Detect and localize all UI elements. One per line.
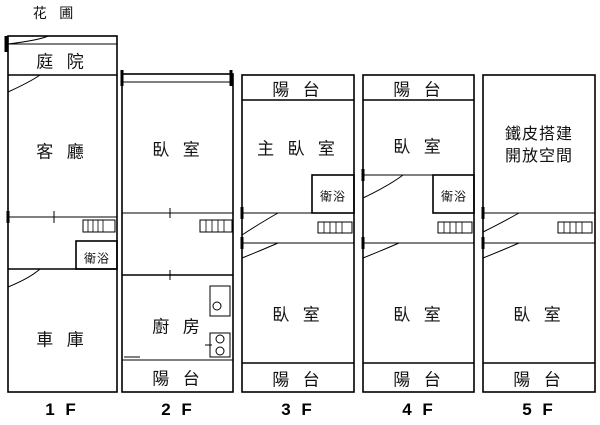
- f4-bedroom-top-label: 臥 室: [393, 137, 445, 158]
- f1-living-room-label: 客 廳: [36, 142, 88, 163]
- f5-balcony-label: 陽 台: [513, 370, 565, 391]
- floor-2-outline: [120, 70, 234, 393]
- f2-balcony-label: 陽 台: [152, 369, 204, 390]
- f4-balcony-top-label: 陽 台: [393, 80, 445, 101]
- f5-open-space-label: 鐵皮搭建 開放空間: [505, 123, 573, 167]
- garden-label: 花 圃: [32, 6, 78, 22]
- f3-bedroom-label: 臥 室: [272, 305, 324, 326]
- floor-4-outline: [361, 74, 475, 393]
- f1-bathroom-label: 衛浴: [83, 251, 111, 266]
- floor-4-label: 4 F: [402, 400, 436, 419]
- f2-bedroom-label: 臥 室: [152, 140, 204, 161]
- floor-2-label: 2 F: [161, 400, 195, 419]
- f3-bathroom-label: 衛浴: [319, 189, 347, 204]
- floor-3-outline: [240, 74, 355, 393]
- f3-balcony-bottom-label: 陽 台: [272, 370, 324, 391]
- f4-bedroom-bottom-label: 臥 室: [393, 305, 445, 326]
- floor-5-label: 5 F: [522, 400, 556, 419]
- f3-balcony-top-label: 陽 台: [272, 80, 324, 101]
- f5-bedroom-label: 臥 室: [513, 305, 565, 326]
- floor-1-outline: [4, 35, 118, 393]
- f2-kitchen-label: 廚 房: [152, 317, 204, 338]
- f1-courtyard-label: 庭 院: [36, 52, 88, 73]
- f5-open-space-line-1: 鐵皮搭建: [504, 124, 574, 143]
- floor-3-label: 3 F: [281, 400, 315, 419]
- f1-garage-label: 車 庫: [36, 330, 88, 351]
- f4-balcony-bottom-label: 陽 台: [393, 370, 445, 391]
- floor-1-label: 1 F: [45, 400, 79, 419]
- f5-open-space-line-2: 開放空間: [504, 146, 574, 165]
- f4-bathroom-label: 衛浴: [440, 189, 468, 204]
- floor-5-outline: [481, 74, 596, 393]
- f3-master-bedroom-label: 主 臥 室: [257, 139, 339, 160]
